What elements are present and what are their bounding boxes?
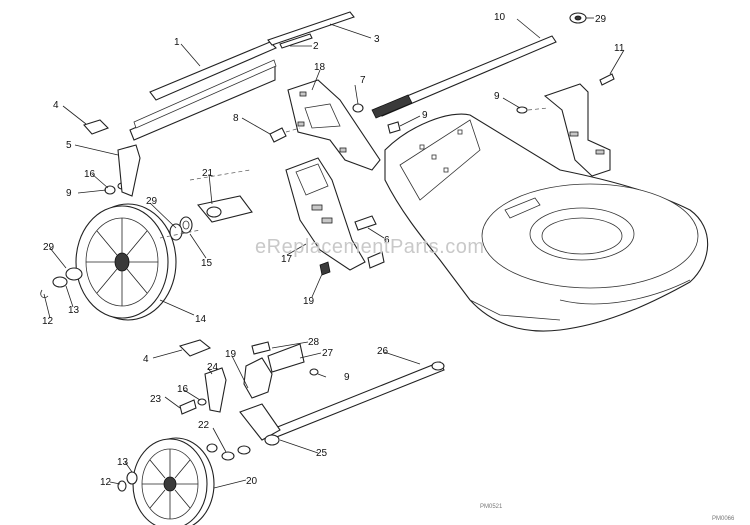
lever-21 xyxy=(197,195,253,223)
callout-23: 23 xyxy=(150,394,162,405)
mower-deck xyxy=(384,113,709,332)
shield-rods xyxy=(267,11,355,49)
bolt-23 xyxy=(179,398,207,415)
callout-21: 21 xyxy=(202,168,214,179)
callout-26: 26 xyxy=(377,346,389,357)
rear-shield-plate xyxy=(129,41,277,141)
callout-7: 7 xyxy=(360,75,366,86)
right-height-bracket xyxy=(516,73,615,177)
callout-27: 27 xyxy=(322,348,334,359)
callout-15: 15 xyxy=(201,258,213,269)
callout-18: 18 xyxy=(314,62,326,73)
front-height-bracket xyxy=(243,341,319,399)
upper-wheel-assembly xyxy=(75,203,177,321)
height-adjust-plate xyxy=(285,157,385,276)
callout-28: 28 xyxy=(308,337,320,348)
callout-16: 16 xyxy=(84,169,96,180)
callout-4: 4 xyxy=(53,100,59,111)
callout-12: 12 xyxy=(42,316,54,327)
front-axle-rod xyxy=(269,361,445,439)
callout-5: 5 xyxy=(66,140,72,151)
callout-29: 29 xyxy=(146,196,158,207)
upper-wheel-bracket xyxy=(83,119,141,197)
lower-wheel-bracket xyxy=(178,339,227,413)
callout-4: 4 xyxy=(143,354,149,365)
callout-9: 9 xyxy=(494,91,500,102)
lower-wheel-assembly xyxy=(132,437,215,525)
callout-19: 19 xyxy=(225,349,237,360)
callout-10: 10 xyxy=(494,12,506,23)
callout-3: 3 xyxy=(374,34,380,45)
callout-9: 9 xyxy=(344,372,350,383)
callout-13: 13 xyxy=(68,305,80,316)
callout-14: 14 xyxy=(195,314,207,325)
lever-25 xyxy=(239,403,281,446)
callout-24: 24 xyxy=(207,362,219,373)
callout-9: 9 xyxy=(66,188,72,199)
washers-22 xyxy=(206,443,251,461)
callout-13: 13 xyxy=(117,457,129,468)
callout-16: 16 xyxy=(177,384,189,395)
drawing-code-corner: PM0066 xyxy=(712,516,735,522)
callout-22: 22 xyxy=(198,420,210,431)
callout-11: 11 xyxy=(614,43,625,54)
callout-6: 6 xyxy=(384,235,390,246)
callout-20: 20 xyxy=(246,476,258,487)
callout-25: 25 xyxy=(316,448,328,459)
lower-washers xyxy=(117,471,138,492)
callout-29: 29 xyxy=(43,242,55,253)
callout-29: 29 xyxy=(595,14,607,25)
washer-29-top xyxy=(569,12,587,24)
callout-8: 8 xyxy=(233,113,239,124)
bolt-8 xyxy=(269,127,301,143)
center-height-bracket xyxy=(287,79,401,171)
callout-9: 9 xyxy=(422,110,428,121)
rear-axle-rod xyxy=(371,35,557,119)
callout-numbers: 1 2 3 4 5 7 8 9 9 9 9 10 11 12 13 14 15 … xyxy=(42,12,625,488)
callout-19: 19 xyxy=(303,296,315,307)
callout-17: 17 xyxy=(281,254,293,265)
callout-2: 2 xyxy=(313,41,319,52)
callout-12: 12 xyxy=(100,477,112,488)
drawing-code-center: PM0521 xyxy=(480,504,503,510)
callout-1: 1 xyxy=(174,37,180,48)
leader-lines xyxy=(43,17,625,489)
watermark: eReplacementParts.com xyxy=(255,236,484,258)
